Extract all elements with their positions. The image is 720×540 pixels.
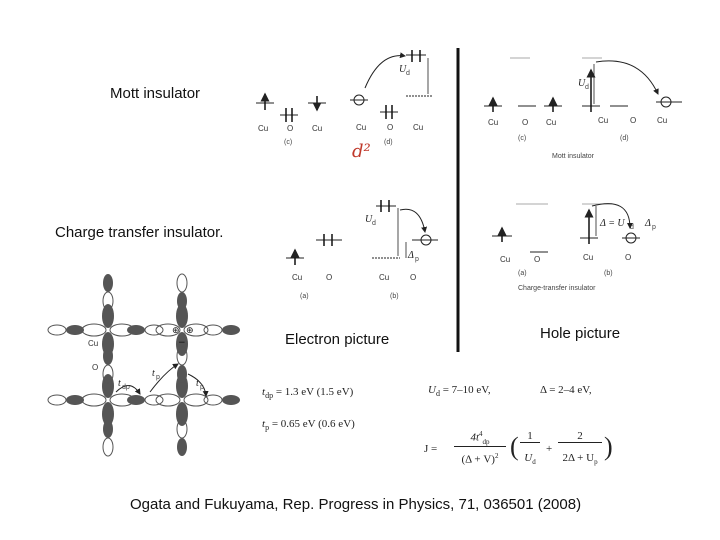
delta-p-label: Δ [407,250,414,261]
ud-sub-label: d [585,84,589,91]
delta-p-label: Δ [644,218,651,229]
tp-label: t [152,368,155,379]
mott-electron-diagram: Cu O Cu (c) U d Cu O Cu (d) [256,50,432,146]
tp-sub-label: p [200,384,204,391]
charge-transfer-insulator-label: Charge transfer insulator. [55,224,224,241]
electron-picture-label: Electron picture [285,331,390,348]
lattice-o-label: O [92,363,98,372]
o-label: O [625,253,631,262]
mott-insulator-label: Mott insulator [110,85,201,102]
panel-b-label: (b) [390,293,399,300]
tp-sub-label: p [156,374,160,381]
svg-text:⊕: ⊕ [186,326,194,336]
ct-hole-diagram: Cu O (a) Δ = U d Δ p Cu O (b) Charge-tra… [492,203,656,292]
panel-d-label: (d) [620,135,629,142]
panel-b-label: (b) [604,270,613,277]
ud-label: U [399,64,407,75]
panel-c-label: (c) [518,135,526,142]
handwritten-d-squared: d² [352,141,371,162]
panel-a-label: (a) [300,293,309,300]
cu-label: Cu [488,118,498,127]
tp-label: t [196,378,199,389]
cu-label: Cu [292,273,302,282]
cuo2-lattice-diagram: ⊕ ⊕ − Cu O t dp t p t p [47,273,240,457]
o-label: O [522,118,528,127]
o-label: O [630,116,636,125]
ud-formula: Ud = 7–10 eV, [428,384,491,399]
cu-label: Cu [258,124,268,133]
cu-label: Cu [500,255,510,264]
panel-d-label: (d) [384,139,393,146]
delta-ud-label: Δ = U [599,218,625,229]
svg-text:−: − [178,338,186,348]
lattice-cu-label: Cu [88,339,98,348]
hole-picture-label: Hole picture [540,325,621,342]
mott-hole-diagram: Cu O Cu (c) U d Cu O Cu (d) Mott insulat… [484,57,682,160]
ud-label: U [365,214,373,225]
ct-caption: Charge-transfer insulator [518,285,596,292]
cu-label: Cu [583,253,593,262]
delta-p-sub-label: p [652,224,656,231]
tp-formula: tp = 0.65 eV (0.6 eV) [262,418,355,433]
cu-label: Cu [379,273,389,282]
ud-label: U [578,78,586,89]
cu-label: Cu [312,124,322,133]
o-label: O [534,255,540,264]
tdp-sub-label: dp [122,384,130,391]
o-label: O [387,123,393,132]
tdp-label: t [118,378,121,389]
ud-sub-label: d [372,220,376,227]
ud-sub-label: d [630,224,634,231]
mott-caption: Mott insulator [552,153,595,160]
o-label: O [326,273,332,282]
cu-label: Cu [356,123,366,132]
svg-text:⊕: ⊕ [172,326,180,336]
cu-label: Cu [657,116,667,125]
cu-label: Cu [598,116,608,125]
tdp-formula: tdp = 1.3 eV (1.5 eV) [262,386,354,401]
o-label: O [410,273,416,282]
o-label: O [287,124,293,133]
panel-a-label: (a) [518,270,527,277]
delta-p-sub-label: p [415,256,419,263]
ct-electron-diagram: Cu O (a) U d Δ p Cu O (b) [286,200,438,300]
delta-formula: Δ = 2–4 eV, [540,384,592,396]
cu-label: Cu [413,123,423,132]
ud-sub-label: d [406,70,410,77]
cu-label: Cu [546,118,556,127]
panel-c-label: (c) [284,139,292,146]
citation-label: Ogata and Fukuyama, Rep. Progress in Phy… [130,496,582,513]
